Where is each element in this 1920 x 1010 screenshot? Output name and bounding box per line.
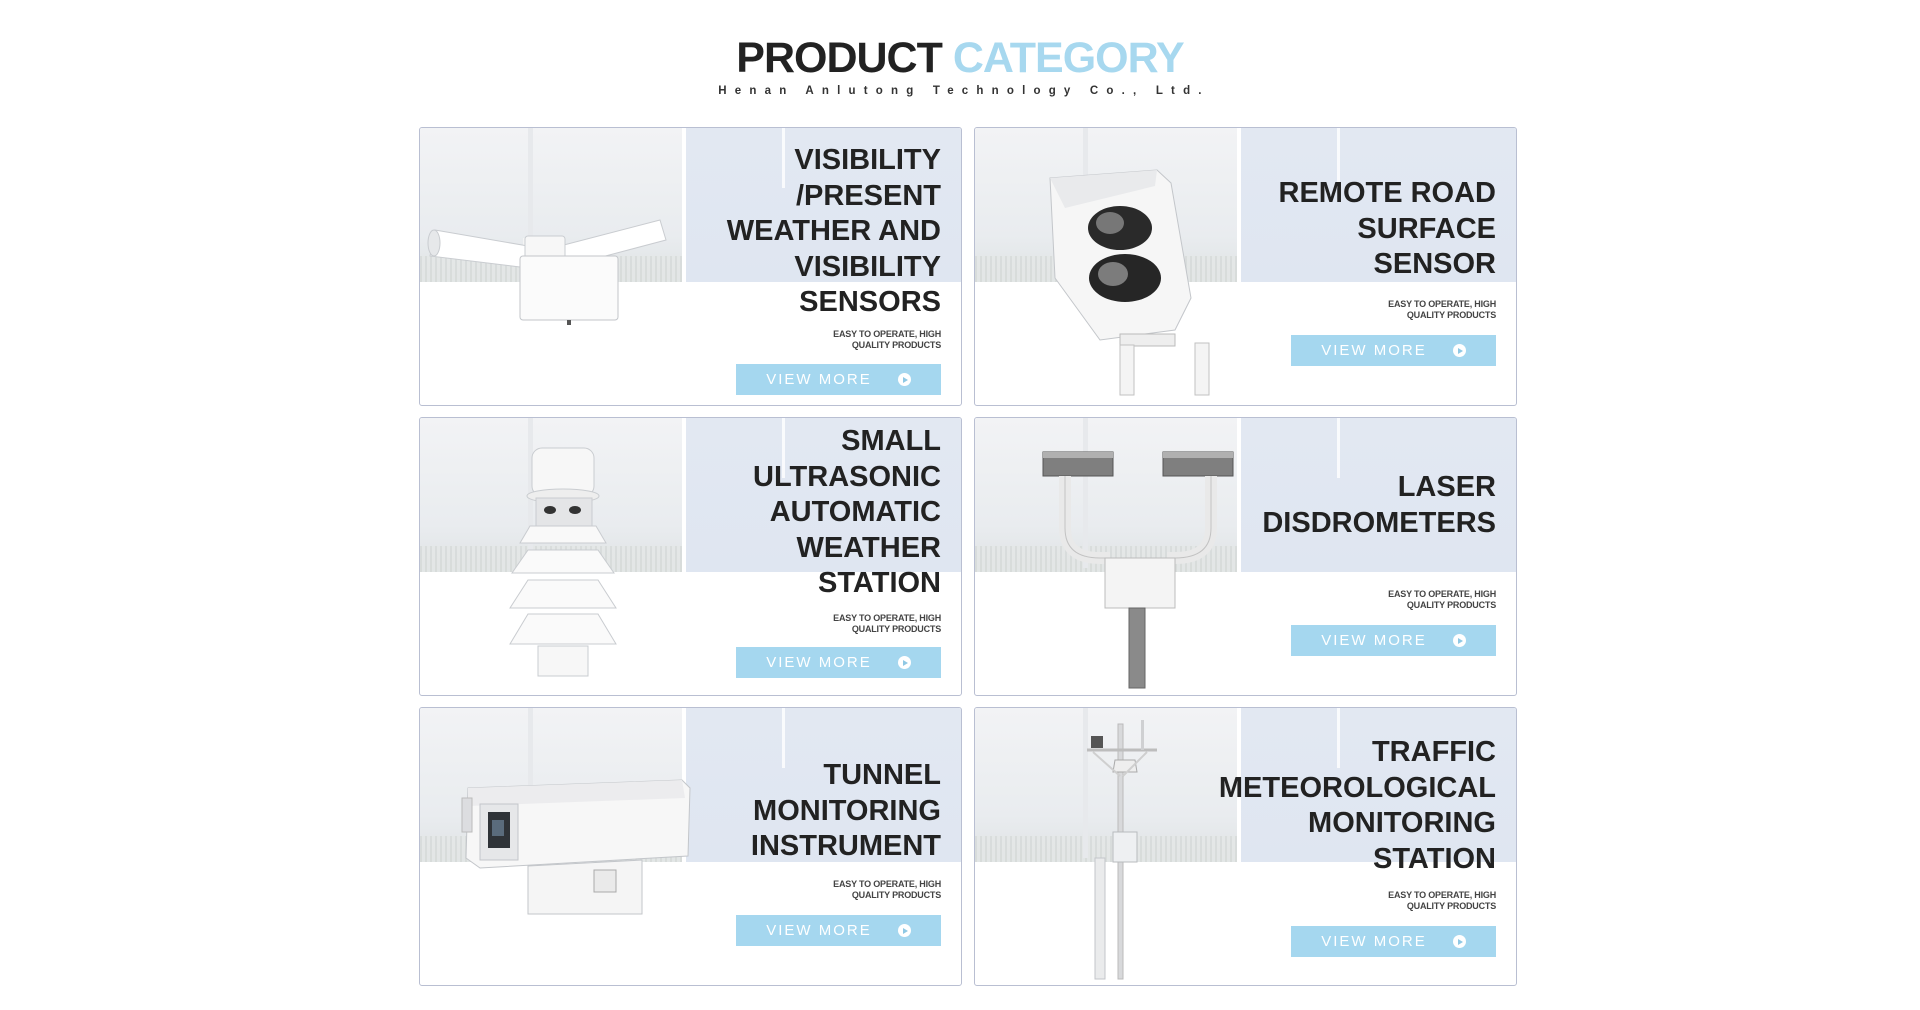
background-pole [782,128,785,188]
view-more-button[interactable]: VIEW MORE [1291,926,1496,957]
view-more-label: VIEW MORE [766,922,872,939]
card-tagline: EASY TO OPERATE, HIGH QUALITY PRODUCTS [833,879,941,900]
category-card-tunnel-monitoring[interactable]: TUNNEL MONITORING INSTRUMENT EASY TO OPE… [419,707,962,986]
background-pole [528,128,533,278]
laser-disdrometer-image [975,418,1265,695]
view-more-button[interactable]: VIEW MORE [736,647,941,678]
category-card-ultrasonic-weather-station[interactable]: SMALL ULTRASONIC AUTOMATIC WEATHER STATI… [419,417,962,696]
category-card-traffic-meteorological[interactable]: TRAFFIC METEOROLOGICAL MONITORING STATIO… [974,707,1517,986]
card-title: TUNNEL MONITORING INSTRUMENT [750,759,941,862]
play-icon [897,373,911,386]
card-tagline: EASY TO OPERATE, HIGH QUALITY PRODUCTS [833,329,941,350]
category-card-visibility[interactable]: VISIBILITY /PRESENT WEATHER AND VISIBILI… [419,127,962,406]
category-card-laser-disdrometers[interactable]: LASER DISDROMETERS EASY TO OPERATE, HIGH… [974,417,1517,696]
view-more-button[interactable]: VIEW MORE [736,915,941,946]
card-background-panel [686,418,961,572]
card-title: VISIBILITY /PRESENT WEATHER AND VISIBILI… [726,144,941,318]
category-card-road-surface[interactable]: REMOTE ROAD SURFACE SENSOR EASY TO OPERA… [974,127,1517,406]
background-pole [1337,708,1340,768]
view-more-label: VIEW MORE [766,654,872,671]
view-more-label: VIEW MORE [1321,342,1427,359]
ultrasonic-weather-station-image [420,418,710,695]
background-pole [782,418,785,478]
card-background-panel [1241,418,1516,572]
background-pole [1337,128,1340,188]
page-title: PRODUCT CATEGORY [0,34,1920,82]
card-title: REMOTE ROAD SURFACE SENSOR [1278,177,1497,280]
background-pole [1083,418,1088,568]
card-tagline: EASY TO OPERATE, HIGH QUALITY PRODUCTS [1388,589,1496,610]
card-background-panel [686,128,961,282]
view-more-button[interactable]: VIEW MORE [736,364,941,395]
view-more-label: VIEW MORE [1321,632,1427,649]
view-more-label: VIEW MORE [1321,933,1427,950]
play-icon [1452,634,1466,647]
play-icon [897,924,911,937]
traffic-weather-station-image [975,708,1265,985]
title-word-product: PRODUCT [736,34,943,82]
view-more-button[interactable]: VIEW MORE [1291,625,1496,656]
background-pole [528,708,533,858]
background-grass [975,836,1237,862]
card-tagline: EASY TO OPERATE, HIGH QUALITY PRODUCTS [833,613,941,634]
play-icon [1452,344,1466,357]
card-title: TRAFFIC METEOROLOGICAL MONITORING STATIO… [1218,736,1496,875]
card-tagline: EASY TO OPERATE, HIGH QUALITY PRODUCTS [1388,299,1496,320]
card-background-panel [686,708,961,862]
background-pole [1083,708,1088,858]
card-tagline: EASY TO OPERATE, HIGH QUALITY PRODUCTS [1388,890,1496,911]
card-title: LASER DISDROMETERS [1262,471,1496,539]
product-category-grid: VISIBILITY /PRESENT WEATHER AND VISIBILI… [419,127,1517,986]
card-background-panel [1241,708,1516,862]
background-pole [1337,418,1340,478]
background-pole [782,708,785,768]
play-icon [1452,935,1466,948]
tunnel-camera-image [420,708,710,985]
page-header: PRODUCT CATEGORY Henan Anlutong Technolo… [0,34,1920,97]
card-background-panel [1241,128,1516,282]
view-more-button[interactable]: VIEW MORE [1291,335,1496,366]
visibility-sensor-image [420,128,710,405]
title-word-category: CATEGORY [952,34,1185,82]
view-more-label: VIEW MORE [766,371,872,388]
card-title: SMALL ULTRASONIC AUTOMATIC WEATHER STATI… [753,425,941,599]
company-subtitle: Henan Anlutong Technology Co., Ltd. [718,85,1210,97]
play-icon [897,656,911,669]
road-surface-sensor-image [975,128,1265,405]
